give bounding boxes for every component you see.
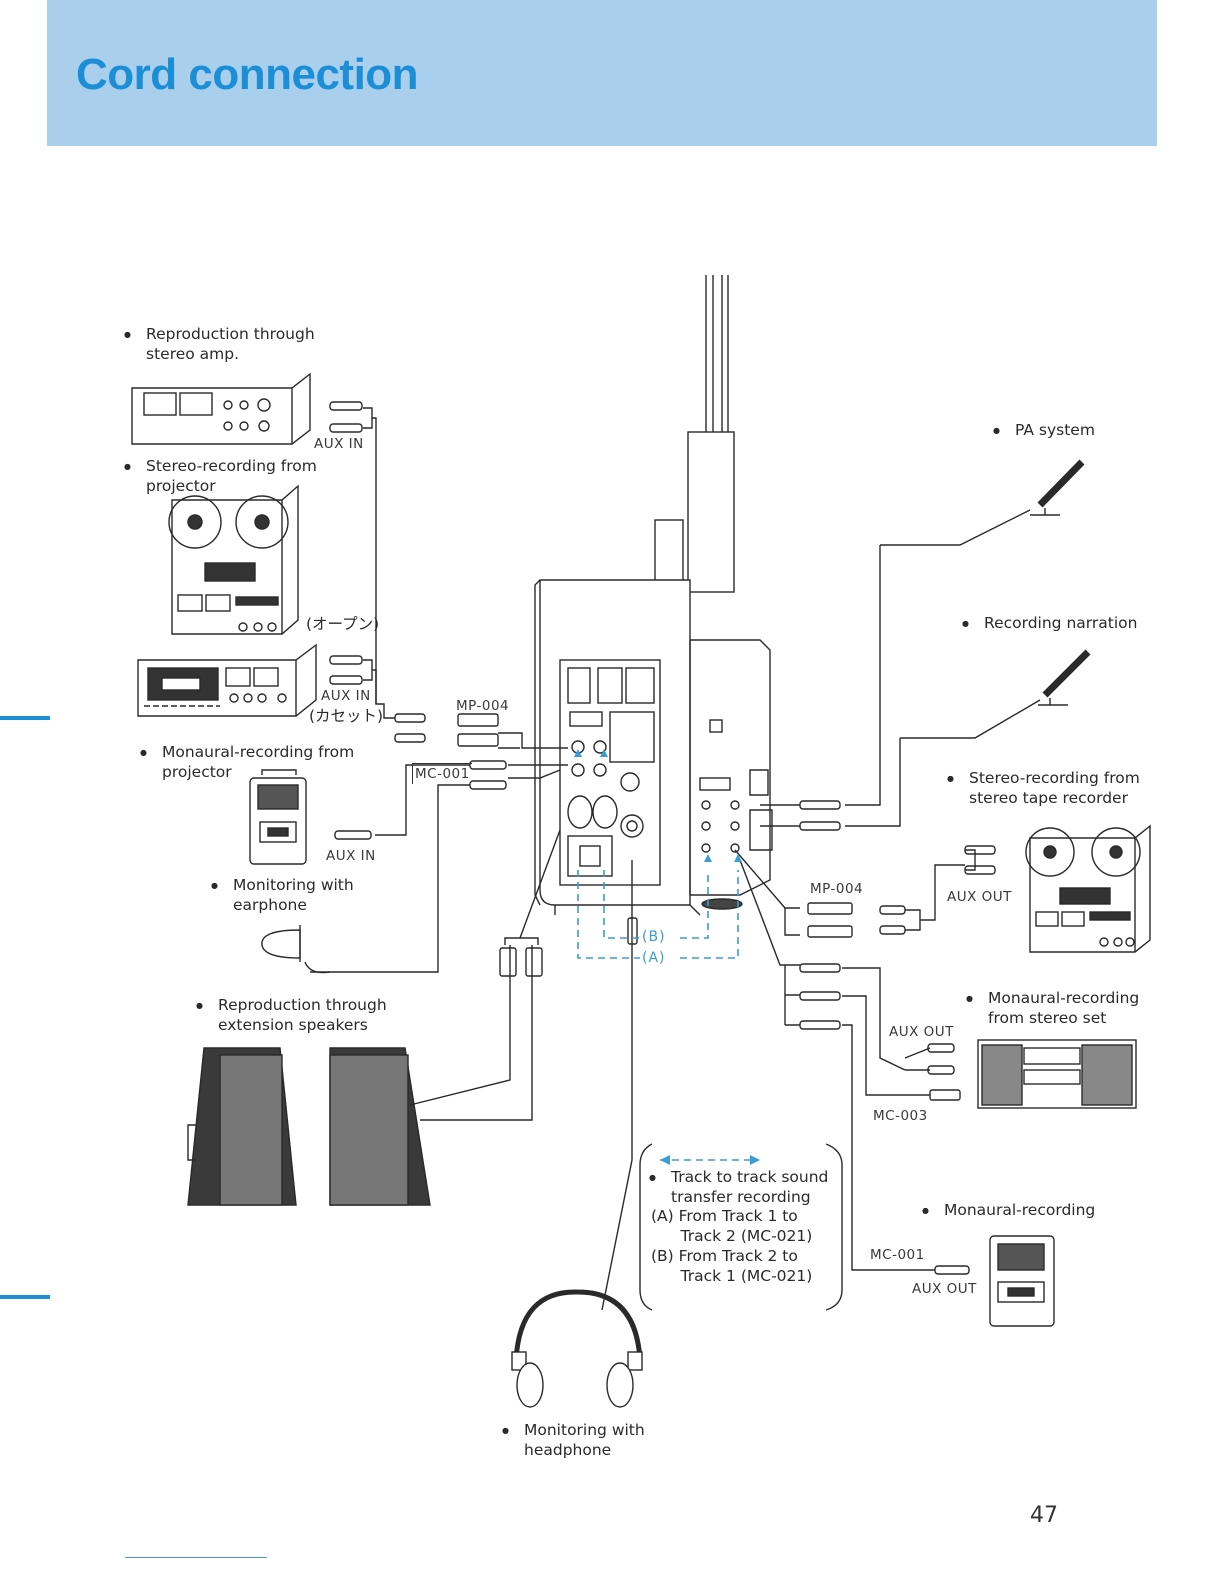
label-recording-narration: Recording narration: [962, 613, 1138, 634]
margin-tab-mark: [0, 1295, 50, 1299]
label-aux-in: AUX IN: [326, 848, 376, 864]
label-aux-in: AUX IN: [314, 436, 364, 452]
track-routing-lines: [577, 870, 755, 1161]
headphone-icon: [511, 1289, 643, 1408]
stereo-set-icon: [977, 1039, 1137, 1109]
label-pa-system: PA system: [993, 420, 1095, 441]
open-reel-deck-icon: [168, 484, 299, 635]
label-stereo-tape: Stereo-recording from stereo tape record…: [947, 768, 1140, 808]
microphone-icon: [1030, 459, 1085, 516]
open-reel-deck-icon: [1025, 824, 1151, 953]
label-mono-stereo-set: Monaural-recording from stereo set: [966, 988, 1139, 1028]
cassette-deck-icon: [137, 643, 317, 717]
page-title: Cord connection: [76, 50, 419, 99]
label-aux-out: AUX OUT: [947, 889, 1012, 905]
label-open-reel: (オープン): [306, 615, 380, 633]
label-headphone: Monitoring with headphone: [502, 1420, 645, 1460]
label-mono-recording: Monaural-recording: [922, 1200, 1095, 1221]
portable-cassette-icon: [989, 1235, 1055, 1327]
label-track-b: (B): [642, 929, 666, 945]
cable-lines: [310, 401, 1041, 1311]
page-number: 47: [1030, 1503, 1058, 1528]
label-extension-speakers: Reproduction through extension speakers: [196, 995, 387, 1035]
stereo-amp-icon: [131, 372, 311, 445]
track-routing-arrows: [574, 749, 760, 1165]
label-track-b-text: (B) From Track 2 to Track 1 (MC-021): [651, 1247, 813, 1285]
footer-rule: [125, 1557, 267, 1558]
label-mono-projector: Monaural-recording from projector: [140, 742, 354, 782]
label-mc001-left: MC-001: [412, 763, 472, 784]
projector-icon: [534, 275, 773, 916]
microphone-icon: [1038, 649, 1091, 706]
header-banner: [47, 0, 1157, 146]
label-stereo-projector: Stereo-recording from projector: [124, 456, 317, 496]
label-stereo-amp: Reproduction through stereo amp.: [124, 324, 315, 364]
label-earphone: Monitoring with earphone: [211, 875, 354, 915]
label-aux-in: AUX IN: [321, 688, 371, 704]
earphone-icon: [261, 925, 331, 974]
label-cassette: (カセット): [309, 707, 384, 725]
extension-speakers-icon: [187, 1047, 431, 1206]
label-mp004-right: MP-004: [810, 881, 864, 897]
label-track-a: (A): [642, 950, 666, 966]
label-track-transfer: Track to track sound transfer recording: [649, 1167, 828, 1207]
margin-tab-mark: [0, 716, 50, 720]
label-mc003: MC-003: [873, 1108, 928, 1124]
label-mc001-right: MC-001: [870, 1247, 925, 1263]
portable-cassette-icon: [249, 769, 307, 865]
label-mp004-left: MP-004: [456, 698, 510, 714]
label-track-a-text: (A) From Track 1 to Track 2 (MC-021): [651, 1207, 813, 1245]
track-transfer-bracket: [639, 1143, 843, 1311]
label-aux-out: AUX OUT: [889, 1024, 954, 1040]
label-aux-out: AUX OUT: [912, 1281, 977, 1297]
